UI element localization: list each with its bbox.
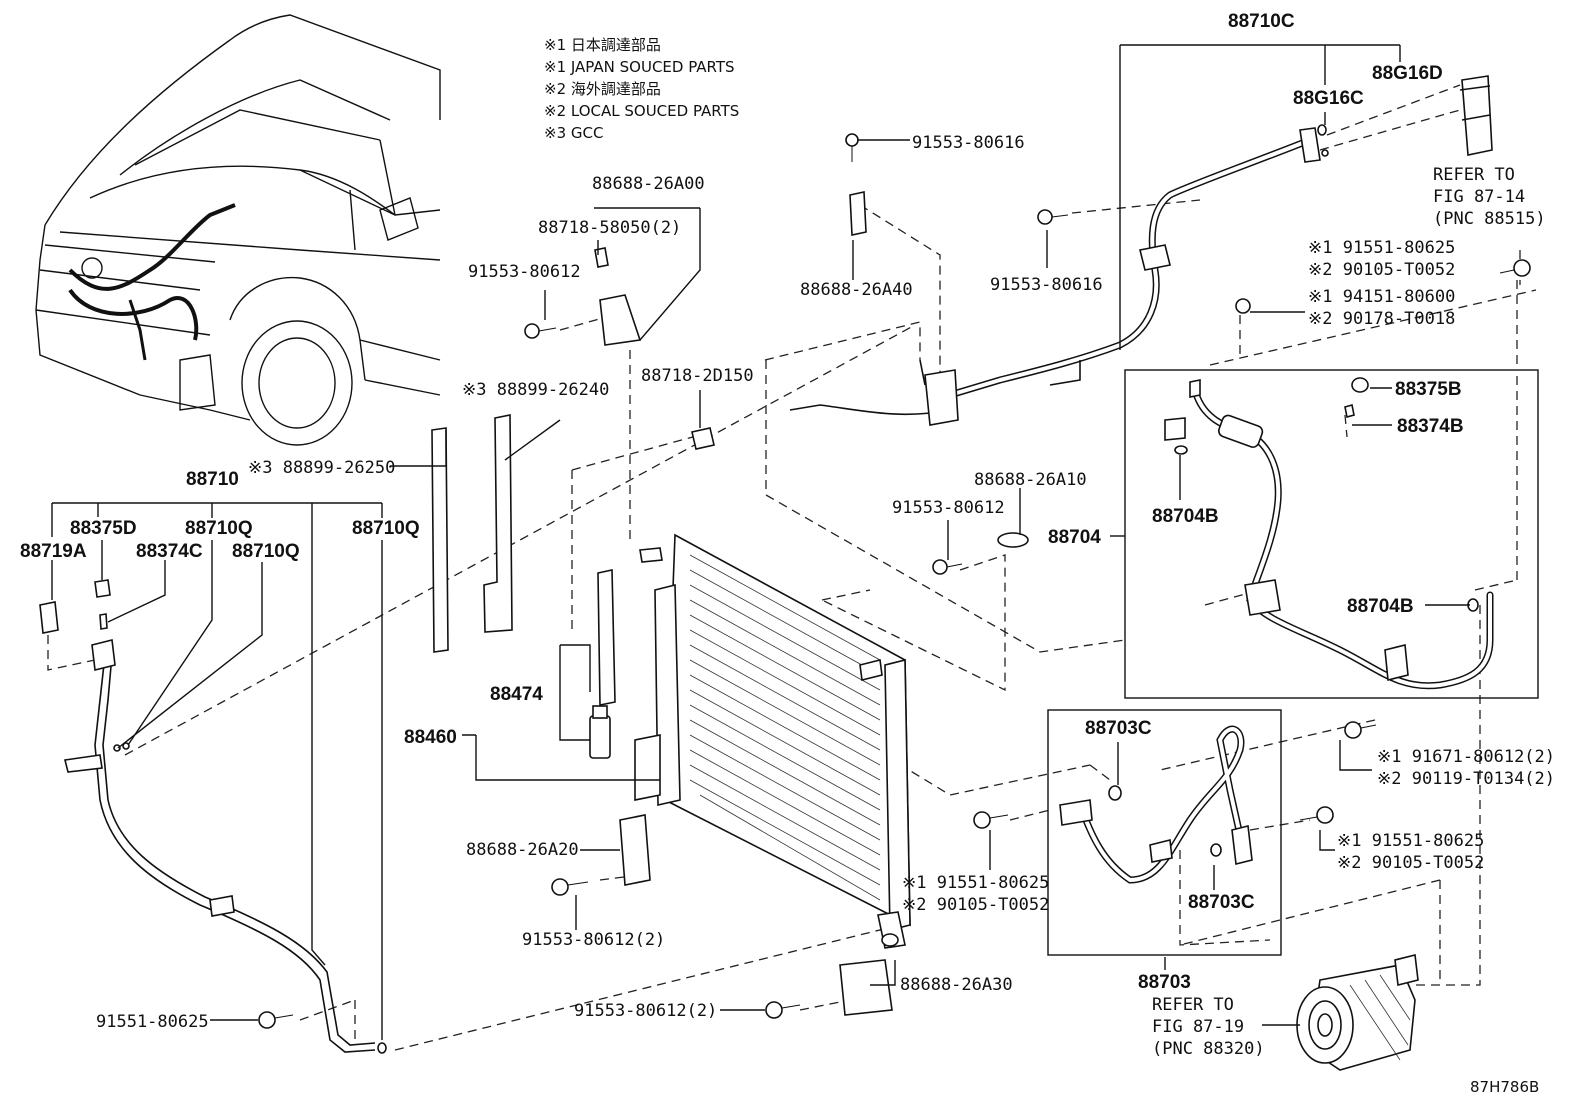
group-box-88704 — [1124, 369, 1539, 699]
label-88710Q-c: 88710Q — [352, 518, 420, 539]
label-88710C: 88710C — [1228, 11, 1295, 32]
clamp-88718-2D150 — [691, 427, 715, 450]
label-91553-80612-2a: 91553-80612(2) — [522, 930, 665, 950]
note-line-4: ※2 LOCAL SOUCED PARTS — [544, 102, 739, 120]
refer-line-1b: FIG 87-14 — [1433, 187, 1525, 207]
label-91553-80616-top: 91553-80616 — [912, 133, 1025, 153]
label-88704B-a: 88704B — [1152, 506, 1219, 527]
left-fittings — [39, 579, 111, 634]
label-r2-90105-T0052-b: ※2 90105-T0052 — [902, 895, 1049, 915]
valve-core-88719A — [39, 601, 59, 634]
label-r1-91671-80612: ※1 91671-80612(2) — [1377, 747, 1555, 767]
note-line-5: ※3 GCC — [544, 124, 603, 142]
label-88688-26A00: 88688-26A00 — [592, 174, 705, 194]
leader-lines — [51, 44, 1470, 1040]
label-88703C-a: 88703C — [1085, 718, 1152, 739]
refer-line-1c: (PNC 88515) — [1433, 209, 1546, 229]
bracket-88688-26A40 — [849, 191, 867, 236]
label-88718-2D150: 88718-2D150 — [641, 366, 754, 386]
label-91551-80625-bl: 91551-80625 — [96, 1012, 209, 1032]
label-88688-26A10: 88688-26A10 — [974, 470, 1087, 490]
compressor — [1296, 954, 1419, 1071]
label-88719A: 88719A — [20, 541, 87, 562]
discharge-hose-88703 — [1047, 709, 1282, 956]
label-91553-80612-2b: 91553-80612(2) — [574, 1001, 717, 1021]
label-88704B-b: 88704B — [1347, 596, 1414, 617]
seal-strips-88899 — [431, 414, 513, 653]
label-88704: 88704 — [1048, 527, 1101, 548]
label-88899-26250: ※3 88899-26250 — [248, 458, 395, 478]
label-88G16C: 88G16C — [1293, 88, 1364, 109]
label-88688-26A40: 88688-26A40 — [800, 280, 913, 300]
refer-line-2b: FIG 87-19 — [1152, 1017, 1244, 1037]
label-88710Q-a: 88710Q — [185, 518, 253, 539]
label-91553-80612-a: 91553-80612 — [468, 262, 581, 282]
cap-88375D — [94, 579, 111, 598]
label-r2-90105-T0052: ※2 90105-T0052 — [1308, 260, 1455, 280]
label-88899-26240: ※3 88899-26240 — [462, 380, 609, 400]
assembly-dashed-lines — [47, 84, 1537, 1051]
label-88710Q-b: 88710Q — [232, 541, 300, 562]
oring-88374C — [99, 613, 108, 630]
label-91553-80612-b: 91553-80612 — [892, 498, 1005, 518]
bracket-88688-26A00 — [599, 294, 642, 346]
label-88374B: 88374B — [1397, 416, 1464, 437]
label-88703C-b: 88703C — [1188, 892, 1255, 913]
note-line-2: ※1 JAPAN SOUCED PARTS — [544, 58, 735, 76]
label-88710: 88710 — [186, 469, 239, 490]
condenser-88460 — [634, 533, 911, 949]
label-88688-26A30: 88688-26A30 — [900, 975, 1013, 995]
label-r2-90178-T0018: ※2 90178-T0018 — [1308, 309, 1455, 329]
label-91553-80616-mid: 91553-80616 — [990, 275, 1103, 295]
service-valve-cap-88G16D — [1317, 75, 1493, 157]
label-r1-94151-80600: ※1 94151-80600 — [1308, 287, 1455, 307]
label-88G16D: 88G16D — [1372, 63, 1443, 84]
label-88703: 88703 — [1138, 972, 1191, 993]
legend-notes: ※1 日本調達部品 ※1 JAPAN SOUCED PARTS ※2 海外調達部… — [544, 36, 739, 142]
vehicle-front-illustration — [35, 14, 441, 446]
label-r1-91551-80625-b: ※1 91551-80625 — [902, 873, 1049, 893]
bracket-88688-26A30 — [839, 959, 893, 1016]
label-88718-58050: 88718-58050(2) — [538, 218, 681, 238]
diagram-code: 87H786B — [1470, 1078, 1539, 1096]
refer-line-2a: REFER TO — [1152, 995, 1234, 1015]
bracket-88688-26A20 — [619, 814, 651, 886]
liquid-pipe-88710 — [64, 639, 387, 1054]
label-88375B: 88375B — [1395, 379, 1462, 400]
refer-line-1a: REFER TO — [1433, 165, 1515, 185]
label-88374C: 88374C — [136, 541, 203, 562]
bracket-88688-26A10 — [997, 532, 1029, 548]
label-88474: 88474 — [490, 684, 543, 705]
group-box-88703 — [1047, 709, 1282, 956]
label-88460: 88460 — [404, 727, 457, 748]
label-r1-91551-80625-c: ※1 91551-80625 — [1337, 831, 1484, 851]
note-line-3: ※2 海外調達部品 — [544, 80, 661, 98]
suction-hose-88704 — [1124, 369, 1539, 699]
note-line-1: ※1 日本調達部品 — [544, 36, 661, 54]
label-88375D: 88375D — [70, 518, 137, 539]
discharge-pipe-88710C — [789, 127, 1321, 426]
refer-line-2c: (PNC 88320) — [1152, 1039, 1265, 1059]
label-r2-90119-T0134: ※2 90119-T0134(2) — [1377, 769, 1555, 789]
label-r1-91551-80625: ※1 91551-80625 — [1308, 238, 1455, 258]
label-r2-90105-T0052-c: ※2 90105-T0052 — [1337, 853, 1484, 873]
receiver-dryer-88474 — [589, 569, 616, 759]
part-labels: 88710C 88G16C 88G16D REFER TO FIG 87-14 … — [20, 11, 1555, 1096]
brackets — [594, 191, 1029, 1016]
label-88688-26A20: 88688-26A20 — [466, 840, 579, 860]
